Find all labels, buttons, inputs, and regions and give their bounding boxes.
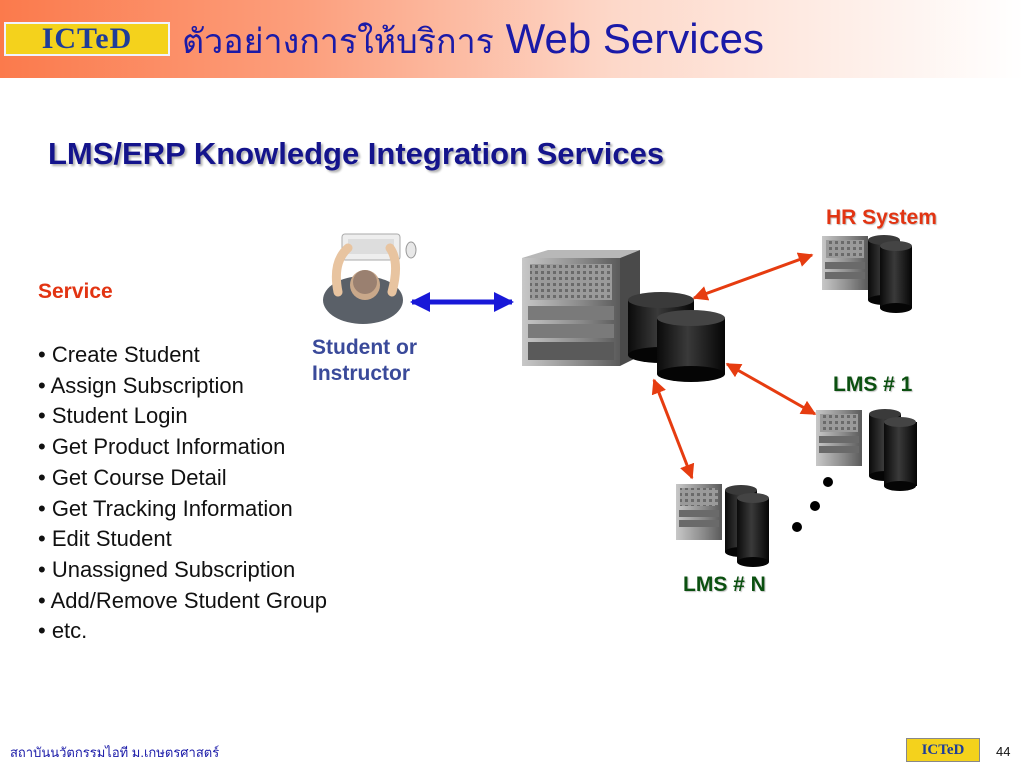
server-to-lmsn-arrow: [651, 378, 695, 480]
main-server-icon: [522, 250, 640, 366]
service-item: • Add/Remove Student Group: [38, 587, 327, 613]
logo-text: ICTeD: [41, 22, 133, 55]
main-database-icon: [628, 292, 725, 382]
service-item: • etc.: [38, 618, 88, 644]
service-item: • Edit Student: [38, 526, 172, 552]
continuation-dot: [792, 522, 802, 532]
server-to-hr-arrow: [692, 252, 814, 301]
page-title: ตัวอย่างการให้บริการ Web Services: [182, 14, 764, 68]
hr-database-icon: [868, 235, 912, 313]
service-item: • Assign Subscription: [38, 372, 244, 398]
lmsn-database-icon: [725, 485, 769, 567]
lms1-server-icon: [816, 410, 862, 466]
service-heading: Service: [38, 280, 113, 303]
service-item: • Student Login: [38, 403, 188, 429]
lmsn-label: LMS # N: [683, 573, 766, 596]
lms1-database-icon: [869, 409, 917, 491]
page-title-thai: ตัวอย่างการให้บริการ: [182, 23, 494, 61]
service-item: • Get Course Detail: [38, 464, 227, 490]
hr-system-label: HR System: [826, 206, 937, 229]
header-banner: ICTeD ตัวอย่างการให้บริการ Web Services: [0, 0, 1024, 78]
hr-server-icon: [822, 236, 868, 290]
slide-subtitle: LMS/ERP Knowledge Integration Services: [48, 136, 665, 171]
ict-ed-logo: ICTeD: [4, 22, 170, 56]
service-item: • Get Product Information: [38, 434, 286, 460]
lmsn-server-icon: [676, 484, 722, 540]
footer-institute: สถาบันนวัตกรรมไอที ม.เกษตรศาสตร์: [10, 745, 220, 760]
user-icon: [323, 233, 417, 324]
page-number: 44: [996, 744, 1011, 759]
page-title-en: Web Services: [505, 15, 764, 62]
student-instructor-label: Student or Instructor: [312, 335, 417, 387]
service-item: • Create Student: [38, 342, 200, 367]
server-to-lms1-arrow: [725, 362, 817, 416]
student-label-line1: Student or: [312, 336, 417, 359]
lms1-label: LMS # 1: [833, 373, 913, 396]
continuation-dot: [810, 501, 820, 511]
footer-logo: ICTeD: [906, 738, 980, 762]
student-label-line2: Instructor: [312, 362, 411, 385]
service-list: • Create Student • Assign Subscription •…: [38, 340, 327, 647]
footer-logo-text: ICTeD: [921, 741, 965, 758]
service-item: • Get Tracking Information: [38, 495, 293, 521]
service-item: • Unassigned Subscription: [38, 556, 296, 582]
continuation-dot: [823, 477, 833, 487]
